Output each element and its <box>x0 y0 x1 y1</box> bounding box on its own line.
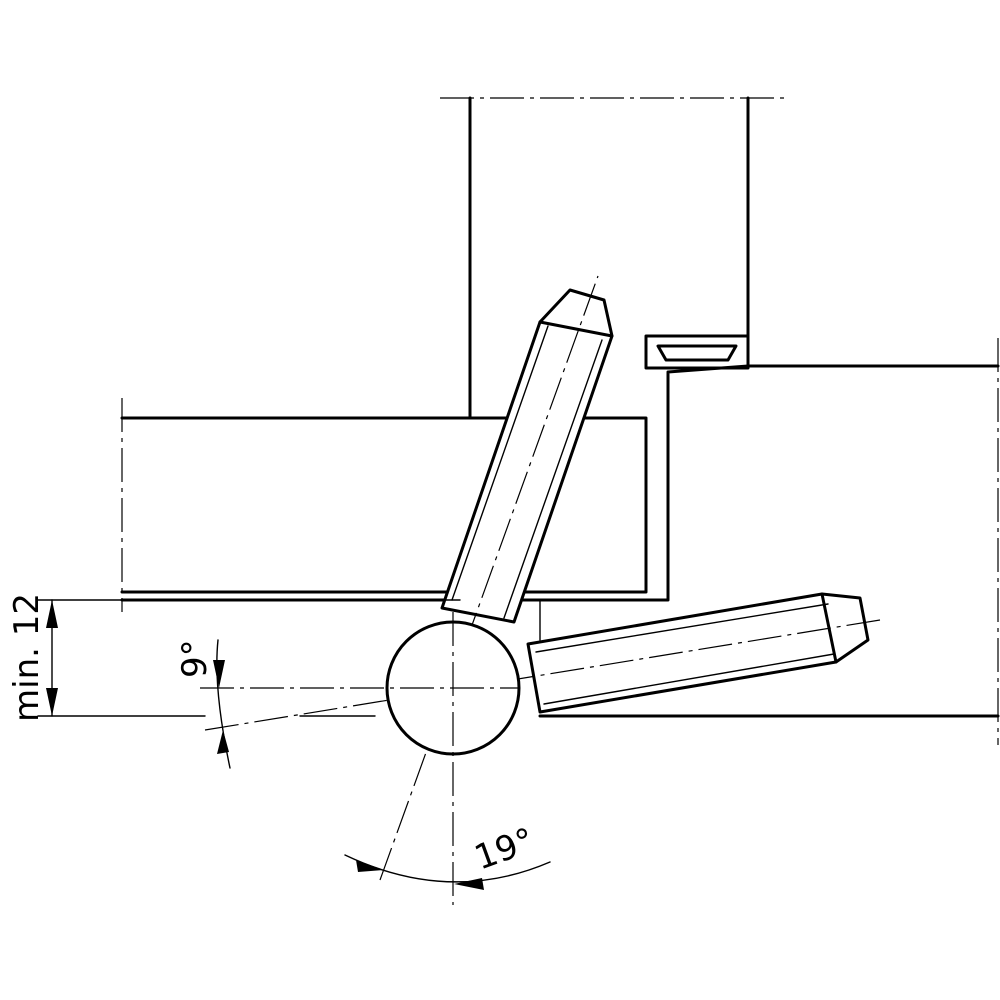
frame-hinge-bolt <box>379 275 614 881</box>
dimension-9-degree <box>213 639 231 769</box>
frame-jamb <box>440 96 785 420</box>
dimension-min-12-label: min. 12 <box>7 593 47 722</box>
leaf-hinge-bolt <box>204 592 881 731</box>
dimension-9-degree-label: 9° <box>175 639 215 678</box>
hinge-knuckle <box>200 612 521 905</box>
rebate-seal <box>644 334 750 370</box>
dimension-19-degree <box>344 854 551 890</box>
dimension-min-12 <box>37 599 461 717</box>
